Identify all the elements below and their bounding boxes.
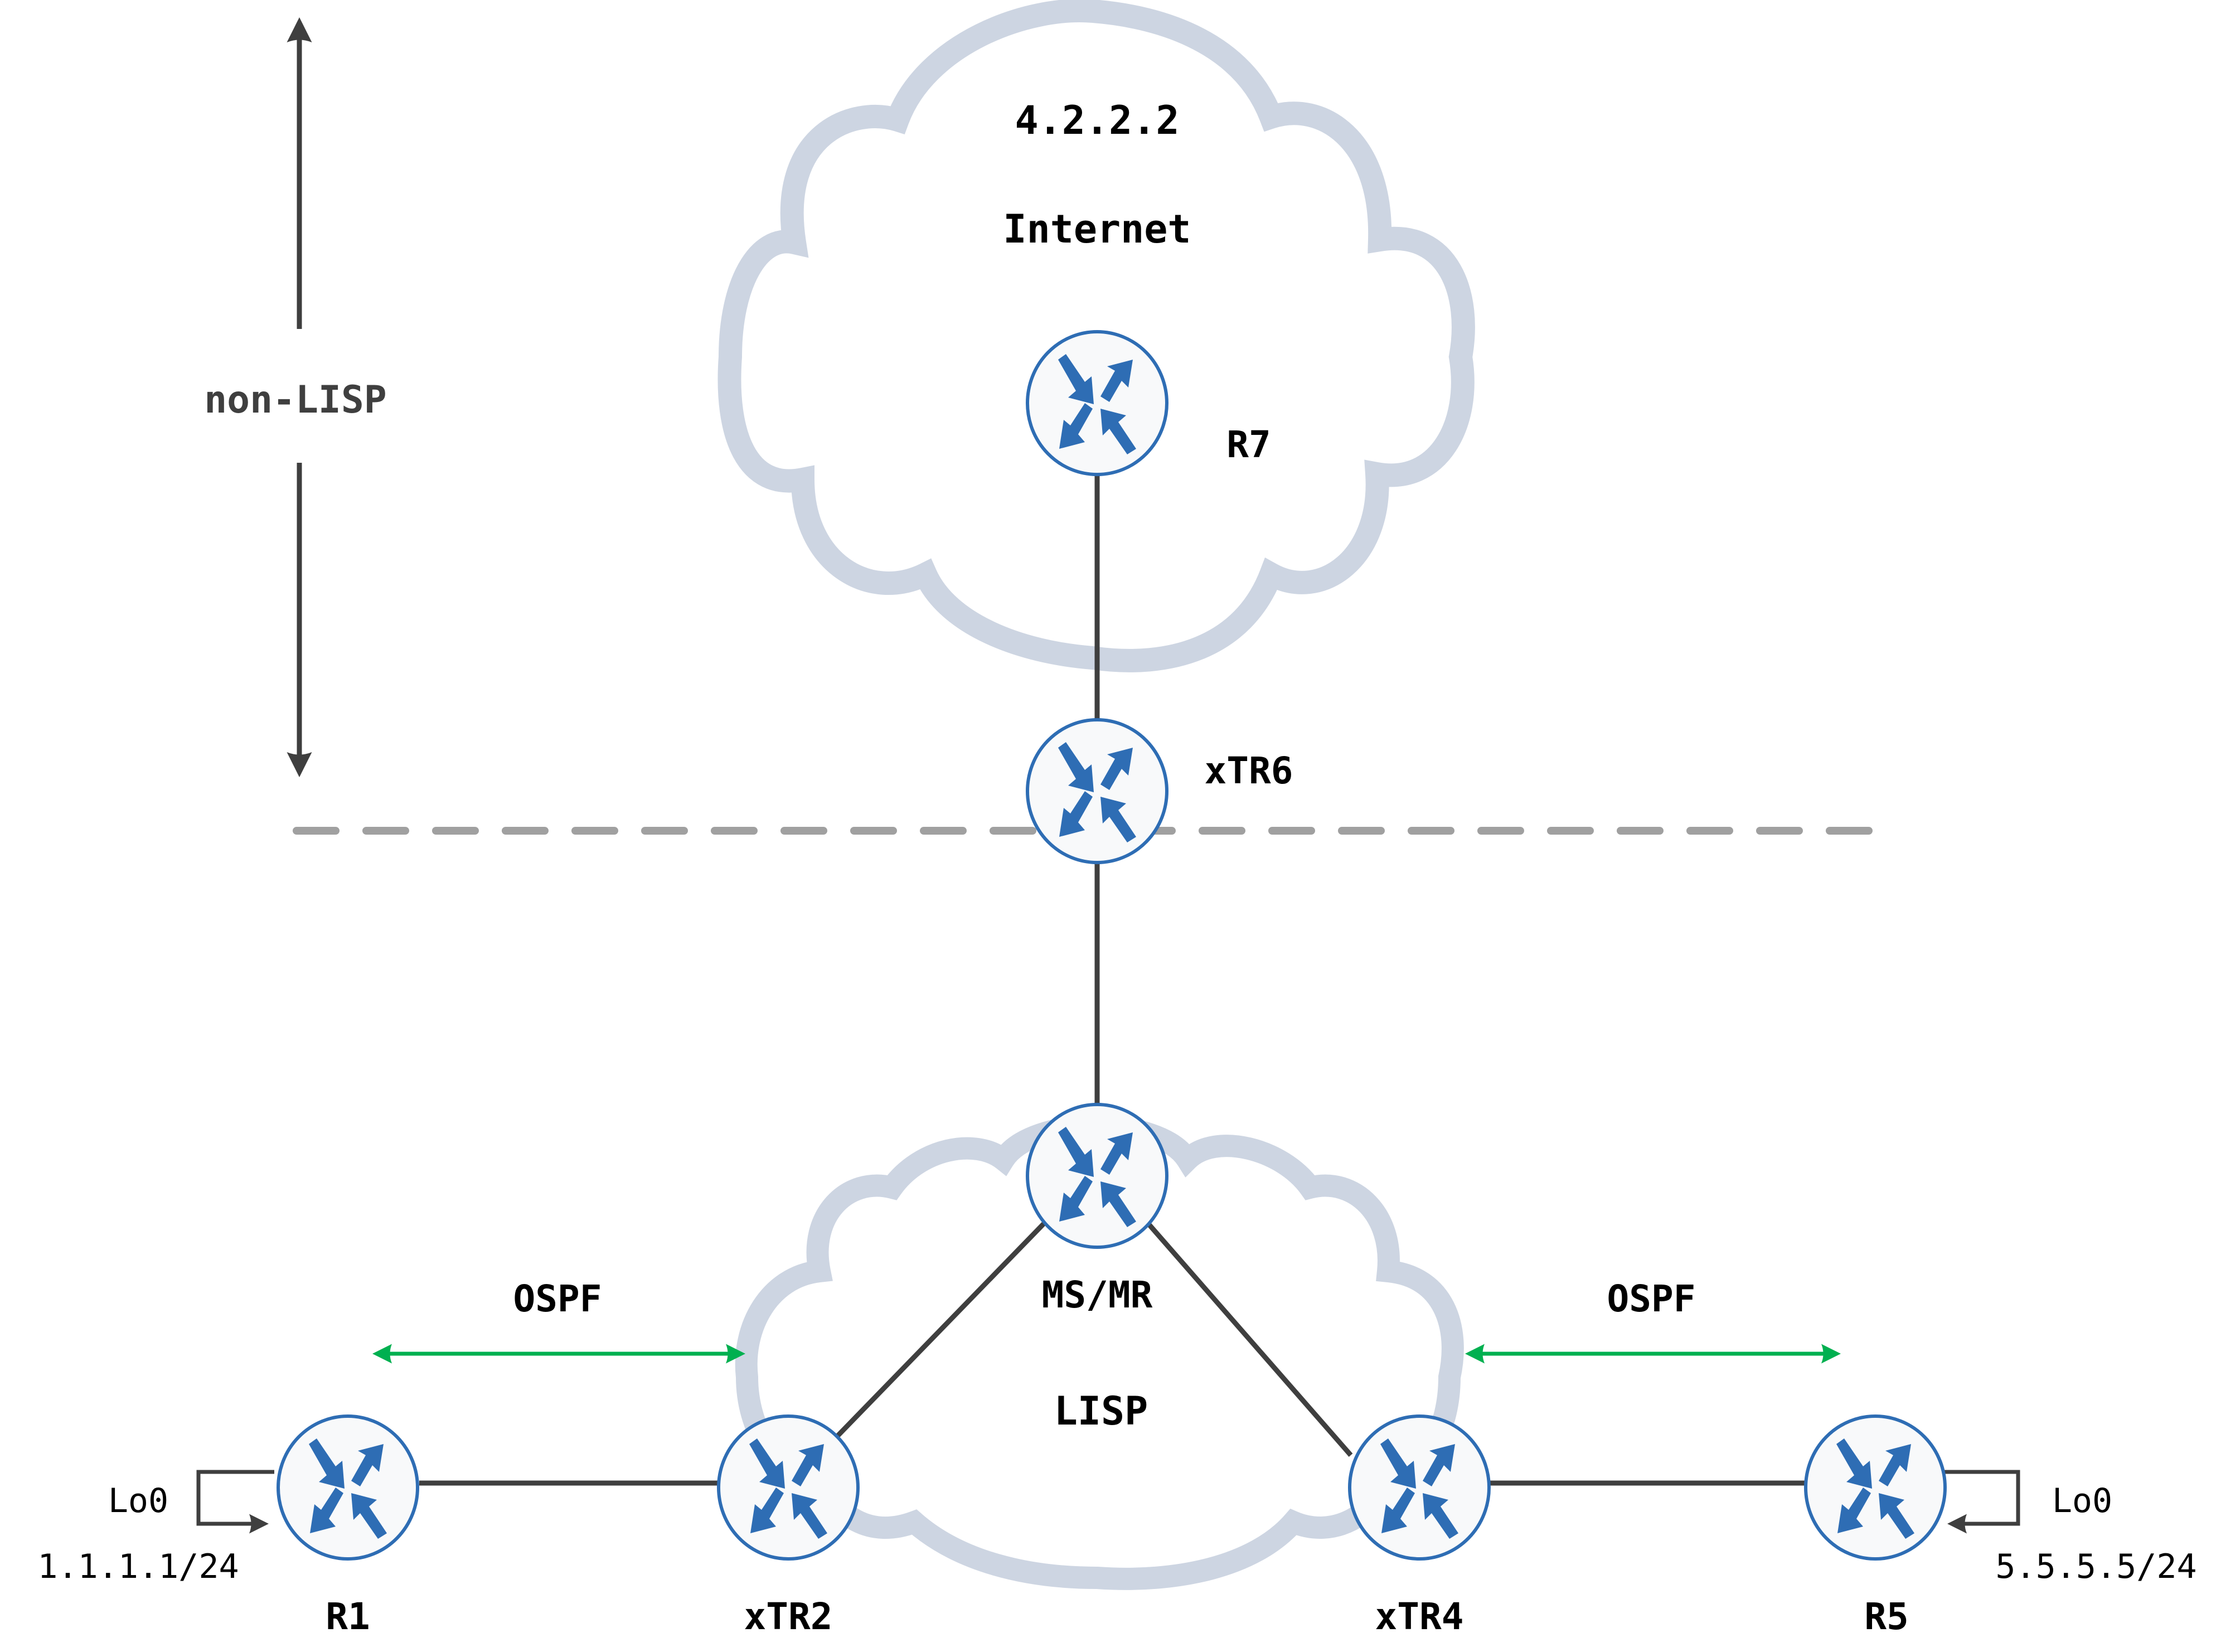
lisp-cloud-label: LISP (1054, 1388, 1148, 1434)
router-msmr-label: MS/MR (1042, 1273, 1153, 1316)
loopback-r5: Lo0 5.5.5.5/24 (1940, 1470, 2197, 1586)
router-r1-label: R1 (326, 1595, 370, 1638)
router-r7[interactable] (1026, 330, 1168, 476)
loopback-arrow-icon (196, 1470, 274, 1534)
router-xtr6-label: xTR6 (1205, 749, 1293, 792)
ospf-right: OSPF (1465, 1277, 1841, 1364)
router-xtr2[interactable] (717, 1414, 860, 1561)
router-msmr[interactable] (1026, 1103, 1168, 1249)
loopback-r1: Lo0 1.1.1.1/24 (37, 1470, 274, 1586)
loopback-r1-interface: Lo0 (108, 1481, 168, 1520)
non-lisp-label: non-LISP (204, 378, 387, 422)
internet-address-label: 4.2.2.2 (1015, 98, 1179, 143)
ospf-left-label: OSPF (513, 1277, 602, 1320)
router-xtr4-label: xTR4 (1375, 1595, 1464, 1638)
links (419, 474, 1805, 1486)
router-r5[interactable] (1804, 1414, 1947, 1561)
router-xtr2-label: xTR2 (744, 1595, 833, 1638)
link-msmr-xtr4 (1146, 1222, 1353, 1457)
non-lisp-zone-indicator: non-LISP (204, 17, 387, 777)
router-r1[interactable] (277, 1414, 419, 1561)
loopback-r5-interface: Lo0 (2052, 1481, 2112, 1520)
loopback-r5-address: 5.5.5.5/24 (1995, 1547, 2196, 1586)
router-r7-label: R7 (1226, 423, 1271, 466)
ospf-left: OSPF (372, 1277, 745, 1364)
link-msmr-xtr2 (832, 1222, 1046, 1442)
router-r5-label: R5 (1864, 1595, 1908, 1638)
router-xtr6[interactable] (1026, 718, 1168, 864)
ospf-right-label: OSPF (1607, 1277, 1696, 1320)
loopback-arrow-icon (1940, 1470, 2020, 1534)
router-xtr4[interactable] (1348, 1414, 1491, 1561)
loopback-r1-address: 1.1.1.1/24 (37, 1547, 239, 1586)
internet-cloud-label: Internet (1003, 206, 1191, 252)
